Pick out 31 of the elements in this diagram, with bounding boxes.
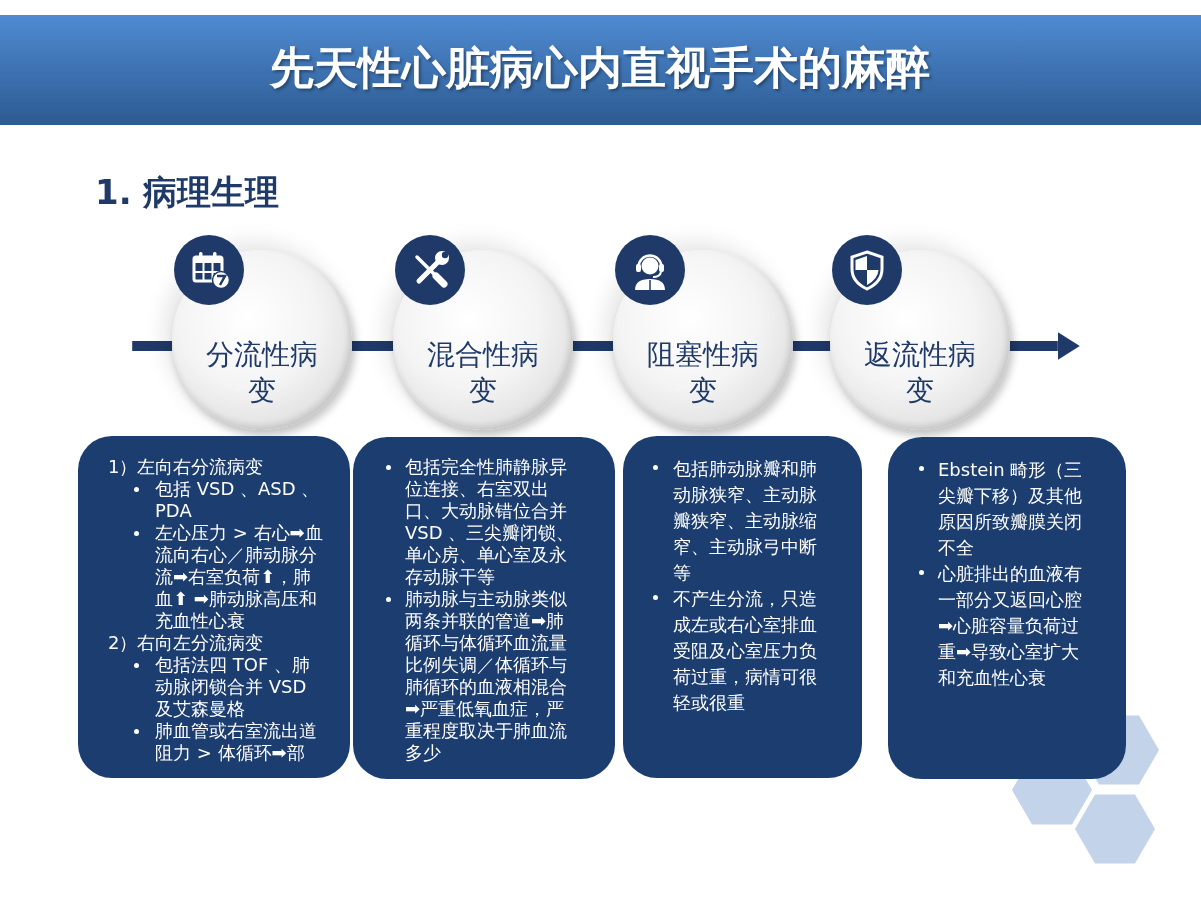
connector-bar [351, 341, 394, 351]
description-panel [353, 437, 615, 779]
stage-circle [393, 250, 573, 430]
connector-bar [132, 341, 173, 351]
stage-label: 混合性病变 [426, 337, 540, 409]
list-item: 包括 VSD 、ASD 、 PDA [133, 478, 323, 522]
list-item: 不产生分流，只造成左或右心室排血受阻及心室压力负荷过重，病情可很轻或很重 [652, 586, 833, 716]
list-heading: 2）右向左分流病变 [108, 632, 265, 654]
description-panel [623, 436, 862, 778]
list-item: 包括完全性肺静脉异位连接、右室双出口、大动脉错位合并VSD 、三尖瓣闭锁、单心房、单心室及永存动脉干等 [385, 456, 577, 588]
connector-bar [792, 341, 831, 351]
list-item: 包括法四 TOF 、肺动脉闭锁合并 VSD 及艾森曼格 [133, 654, 323, 720]
description-panel [888, 437, 1126, 779]
stage-label: 阻塞性病变 [646, 337, 760, 409]
list-item: 心脏排出的血液有一部分又返回心腔➡心脏容量负荷过重➡导致心室扩大和充血性心衰 [918, 561, 1096, 691]
stage-label: 返流性病变 [863, 337, 977, 409]
stage-circle [613, 250, 793, 430]
list-item: 左心压力 > 右心➡血流向右心／肺动脉分流➡右室负荷⬆，肺血⬆ ➡肺动脉高压和充血性心衰 [133, 522, 323, 632]
list-item: 肺血管或右室流出道阻力 > 体循环➡部 [133, 720, 323, 764]
list-heading: 1）左向右分流病变 [108, 456, 265, 478]
stage-circle [172, 250, 352, 430]
stage-label: 分流性病变 [205, 337, 319, 409]
description-panel [78, 436, 350, 778]
stage-circle [830, 250, 1010, 430]
connector-bar [572, 341, 614, 351]
arrow [1009, 332, 1080, 360]
list-item: 肺动脉与主动脉类似两条并联的管道➡肺循环与体循环血流量比例失调／体循环与肺循环的血液相混合➡严重低氧血症，严重程度取决于肺血流多少 [385, 588, 577, 764]
list-item: 包括肺动脉瓣和肺动脉狭窄、主动脉瓣狭窄、主动脉缩窄、主动脉弓中断等 [652, 456, 833, 586]
section-heading: 1. 病理生理 [95, 171, 280, 213]
list-item: Ebstein 畸形（三尖瓣下移）及其他原因所致瓣膜关闭不全 [918, 457, 1096, 561]
slide-title: 先天性心脏病心内直视手术的麻醉 [268, 41, 931, 95]
